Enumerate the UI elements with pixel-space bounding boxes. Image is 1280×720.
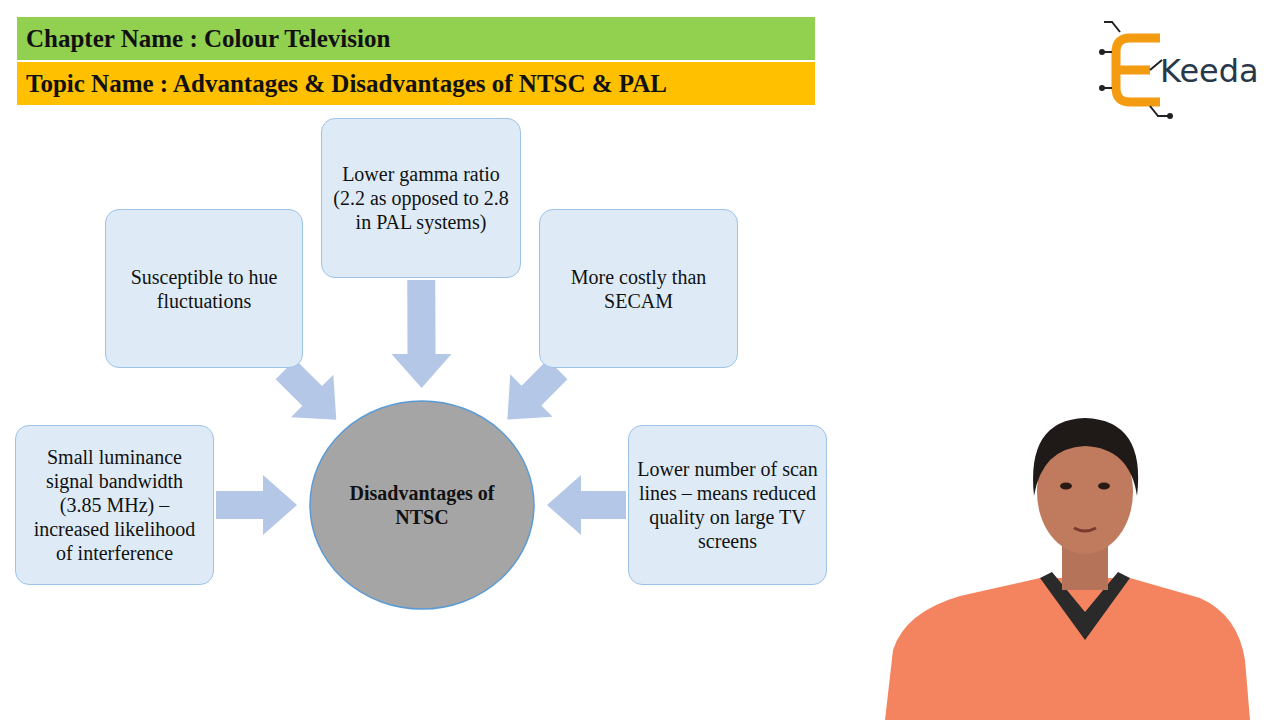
circle-outline bbox=[310, 401, 534, 609]
node-text: More costly than SECAM bbox=[550, 265, 727, 313]
presenter-collar bbox=[1040, 572, 1130, 640]
block-arrow bbox=[276, 359, 337, 419]
presenter bbox=[885, 418, 1250, 720]
logo-e-bar bbox=[1116, 66, 1150, 75]
logo-text: Keeda bbox=[1160, 52, 1259, 90]
node-text: Small luminance signal bandwidth (3.85 M… bbox=[24, 445, 205, 565]
node-text: Lower gamma ratio (2.2 as opposed to 2.8… bbox=[332, 162, 510, 234]
disadvantage-box: Susceptible to hue fluctuations bbox=[105, 209, 303, 368]
logo-circuit bbox=[1102, 22, 1170, 116]
topic-band: Topic Name : Advantages & Disadvantages … bbox=[17, 62, 815, 105]
logo-e bbox=[1116, 38, 1160, 102]
node-text: Chapter Name : Colour Television bbox=[26, 24, 815, 54]
presenter-hair bbox=[1033, 418, 1138, 496]
presenter-neck bbox=[1062, 540, 1108, 590]
block-arrow bbox=[547, 475, 626, 535]
central-circle: Disadvantages of NTSC bbox=[309, 400, 535, 610]
disadvantage-box: Small luminance signal bandwidth (3.85 M… bbox=[15, 425, 214, 585]
presenter-shirt bbox=[885, 578, 1250, 720]
disadvantage-box: More costly than SECAM bbox=[539, 209, 738, 368]
node-text: Disadvantages of NTSC bbox=[329, 481, 515, 529]
circle-shape bbox=[309, 400, 535, 610]
logo-dot bbox=[1167, 113, 1173, 119]
chapter-band: Chapter Name : Colour Television bbox=[17, 17, 815, 60]
disadvantage-box: Lower number of scan lines – means reduc… bbox=[628, 425, 827, 585]
block-arrow bbox=[507, 360, 567, 420]
block-arrow bbox=[392, 280, 452, 388]
presenter-mouth bbox=[1074, 528, 1096, 531]
node-text: Lower number of scan lines – means reduc… bbox=[637, 457, 818, 553]
block-arrow bbox=[216, 475, 297, 535]
presenter-eye bbox=[1098, 483, 1110, 490]
node-text: Topic Name : Advantages & Disadvantages … bbox=[26, 69, 815, 99]
disadvantage-box: Lower gamma ratio (2.2 as opposed to 2.8… bbox=[321, 118, 521, 278]
presenter-eye bbox=[1060, 483, 1072, 490]
presenter-face bbox=[1037, 430, 1133, 554]
node-text: Susceptible to hue fluctuations bbox=[116, 265, 292, 313]
logo-dot bbox=[1099, 85, 1105, 91]
logo-dot bbox=[1099, 49, 1105, 55]
